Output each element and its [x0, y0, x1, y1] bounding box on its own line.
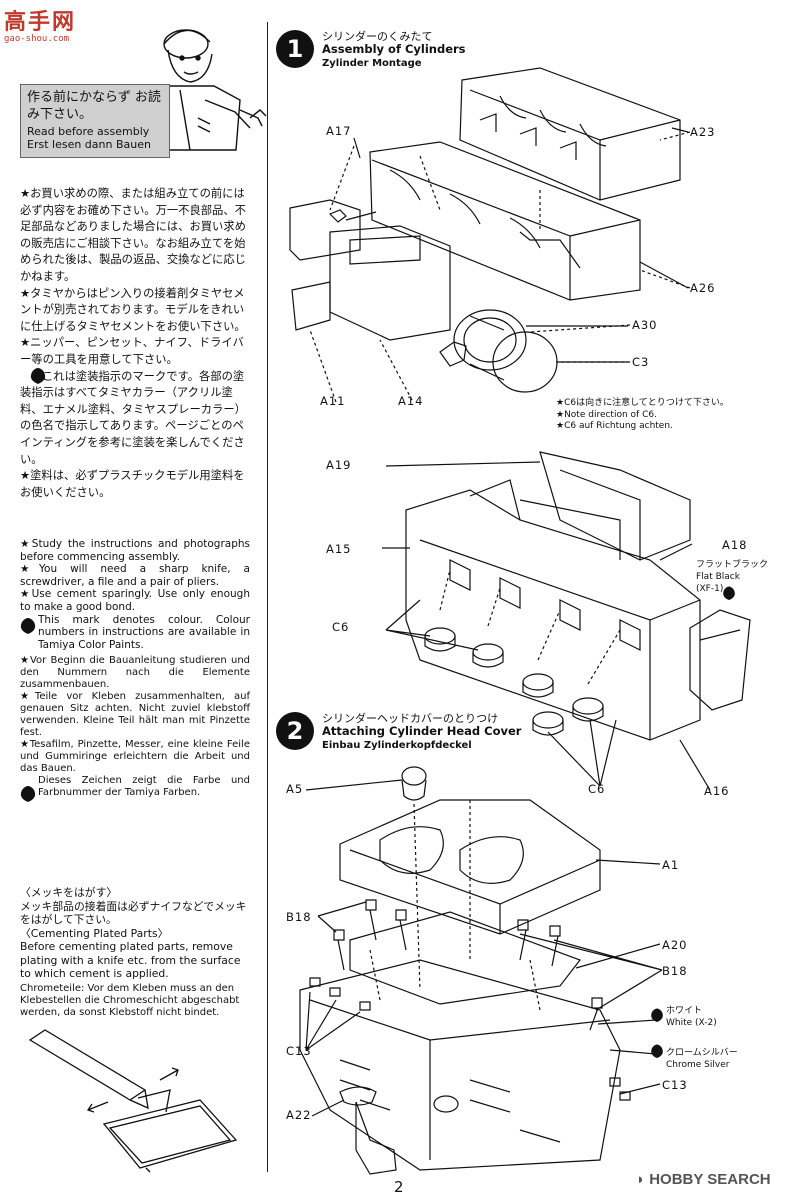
plated-jp-body: メッキ部品の接着面は必ずナイフなどでメッキをはがして下さい。 [20, 899, 247, 927]
paint-white-jp: ホワイト [666, 1006, 703, 1016]
part-label-c6: C6 [588, 782, 606, 796]
part-label-a1: A1 [662, 858, 680, 872]
c6-caps [424, 627, 604, 736]
part-label-a23: A23 [690, 125, 716, 139]
part-label-c13: C13 [662, 1078, 688, 1092]
c6-note-en: ★Note direction of C6. [556, 410, 657, 420]
en-note: ★You will need a sharp knife, a screwdri… [20, 563, 250, 588]
jp-note-paint: これは塗装指示のマークです。各部の塗装指示はすべてタミヤカラー（アクリル塗料、エ… [20, 369, 246, 466]
part-label-a17: A17 [326, 124, 352, 138]
part-label-a11: A11 [320, 394, 346, 408]
step2-title-en: Attaching Cylinder Head Cover [322, 724, 522, 738]
part-label-b18: B18 [286, 910, 312, 924]
paint-white-en: White (X-2) [666, 1018, 717, 1028]
german-notes: ★Vor Beginn die Bauanleitung studieren u… [20, 655, 250, 799]
part-label-a18: A18 [722, 538, 748, 552]
plated-jp-title: 〈メッキをはがす〉 [20, 886, 118, 899]
part-label-c13: C13 [286, 1044, 312, 1058]
step1-drawing [289, 67, 691, 403]
read-before-assembly-box: 作る前にかならず お読み下さい。 Read before assembly Er… [20, 84, 170, 158]
de-note-paint: Dieses Zeichen zeigt die Farbe und Farbn… [38, 775, 250, 798]
jp-note: ★タミヤからはピン入りの接着剤タミヤセメントが別売されております。モデルをきれい… [20, 286, 246, 333]
part-label-a16: A16 [704, 784, 730, 798]
paint-chrome-en: Chrome Silver [666, 1060, 730, 1070]
plated-parts-section: 〈メッキをはがす〉 メッキ部品の接着面は必ずナイフなどでメッキをはがして下さい。… [20, 886, 250, 1019]
paint-drop-icons [20, 368, 735, 1058]
en-note: ★Use cement sparingly. Use only enough t… [20, 588, 250, 613]
paint-drop-icon [651, 1044, 663, 1058]
japanese-notes: ★お買い求めの際、または組み立ての前には必ず内容をお確め下さい。万一不良部品、不… [20, 186, 250, 501]
paint-drop-icon [30, 368, 46, 384]
english-notes: ★Study the instructions and photographs … [20, 538, 250, 651]
de-note: ★Tesafilm, Pinzette, Messer, eine kleine… [20, 739, 250, 774]
watermark-url: gao-shou.com [4, 34, 70, 44]
part-label-a20: A20 [662, 938, 688, 952]
read-before-de: Erst lesen dann Bauen [27, 138, 151, 151]
en-note-paint: This mark denotes colour. Colour numbers… [38, 613, 250, 651]
watermark-brand: 高手网 [4, 10, 77, 35]
jp-note: ★塗料は、必ずプラスチックモデル用塗料をお使いください。 [20, 469, 245, 499]
paint-drop-icon [20, 618, 36, 634]
read-before-jp: 作る前にかならず お読み下さい。 [27, 90, 161, 122]
column-divider [267, 22, 268, 1172]
watermark-logo: 高手网 gao-shou.com [4, 4, 84, 44]
part-label-a30: A30 [632, 318, 658, 332]
paint-flat-black-jp: フラットブラック [696, 560, 769, 570]
step1b-drawing [382, 451, 751, 791]
step-number-badge: 2 [276, 712, 314, 750]
plated-en-title: 〈Cementing Plated Parts〉 [20, 926, 169, 940]
paint-flat-black-en: Flat Black [696, 572, 740, 582]
part-label-a14: A14 [398, 394, 424, 408]
step2-drawing [299, 766, 663, 1175]
read-before-en: Read before assembly [27, 125, 150, 138]
step1-title-jp: シリンダーのくみたて [322, 30, 433, 43]
step1-title-en: Assembly of Cylinders [322, 42, 466, 56]
paint-drop-icon [651, 1008, 663, 1022]
step1-title-de: Zylinder Montage [322, 58, 422, 69]
paint-drop-icon [723, 586, 735, 600]
paint-chrome-jp: クロームシルバー [666, 1048, 738, 1058]
paint-flat-black-code: (XF-1) [696, 584, 724, 594]
step2-title-de: Einbau Zylinderkopfdeckel [322, 740, 472, 751]
de-note: ★Teile vor Kleben zusammenhalten, auf ge… [20, 691, 250, 738]
page-number: 2 [394, 1178, 404, 1196]
part-label-c6: C6 [332, 620, 350, 634]
en-note: ★Study the instructions and photographs … [20, 538, 250, 563]
de-note: ★Vor Beginn die Bauanleitung studieren u… [20, 655, 250, 690]
part-label-a19: A19 [326, 458, 352, 472]
step-number-badge: 1 [276, 30, 314, 68]
part-label-a5: A5 [286, 782, 304, 796]
c6-note-jp: ★C6は向きに注意してとりつけて下さい。 [556, 398, 729, 408]
part-label-a15: A15 [326, 542, 352, 556]
jp-note: ★お買い求めの際、または組み立ての前には必ず内容をお確め下さい。万一不良部品、不… [20, 187, 246, 283]
part-label-b18: B18 [662, 964, 688, 978]
step2-title-jp: シリンダーヘッドカバーのとりつけ [322, 712, 499, 725]
c6-note-de: ★C6 auf Richtung achten. [556, 421, 673, 431]
part-label-a26: A26 [690, 281, 716, 295]
hobby-search-watermark: ◗ HOBBY SEARCH [636, 1171, 771, 1188]
plated-en-body: Before cementing plated parts, remove pl… [20, 940, 241, 980]
jp-note: ★ニッパー、ピンセット、ナイフ、ドライバー等の工具を用意して下さい。 [20, 336, 244, 366]
paint-drop-icon [20, 786, 36, 802]
plated-parts-illustration [28, 1029, 238, 1173]
part-label-a22: A22 [286, 1108, 312, 1122]
plated-de-body: Chrometeile: Vor dem Kleben muss an den … [20, 982, 240, 1018]
part-label-c3: C3 [632, 355, 650, 369]
